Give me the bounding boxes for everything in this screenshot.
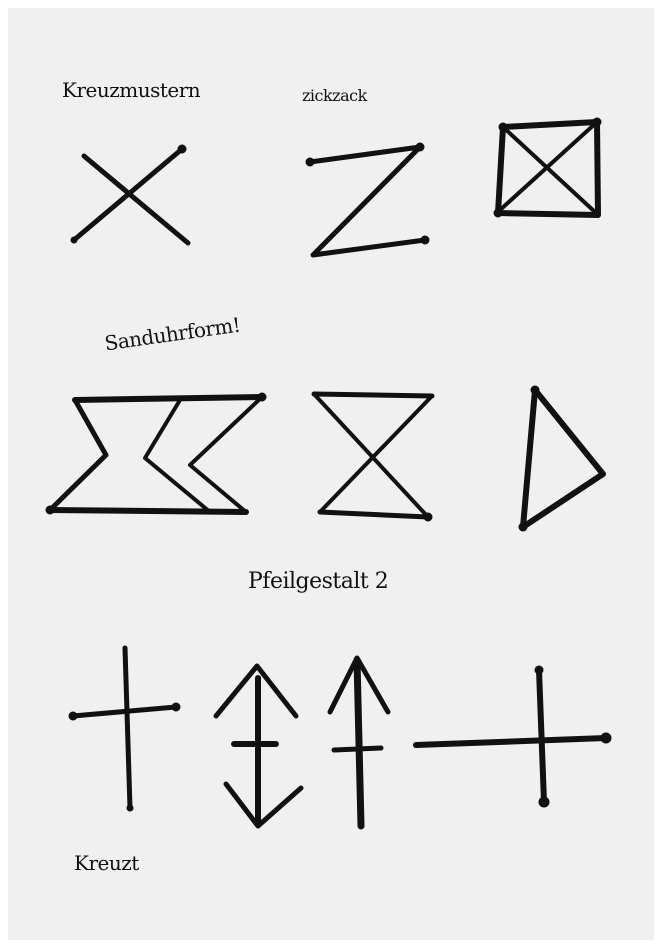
- label-zickzack: zickzack: [302, 86, 367, 105]
- paper-background: [8, 8, 654, 940]
- label-pfeilgestalt: Pfeilgestalt 2: [248, 569, 388, 594]
- label-kreuzmustern: Kreuzmustern: [62, 78, 200, 102]
- label-kreuzt: Kreuzt: [74, 851, 139, 875]
